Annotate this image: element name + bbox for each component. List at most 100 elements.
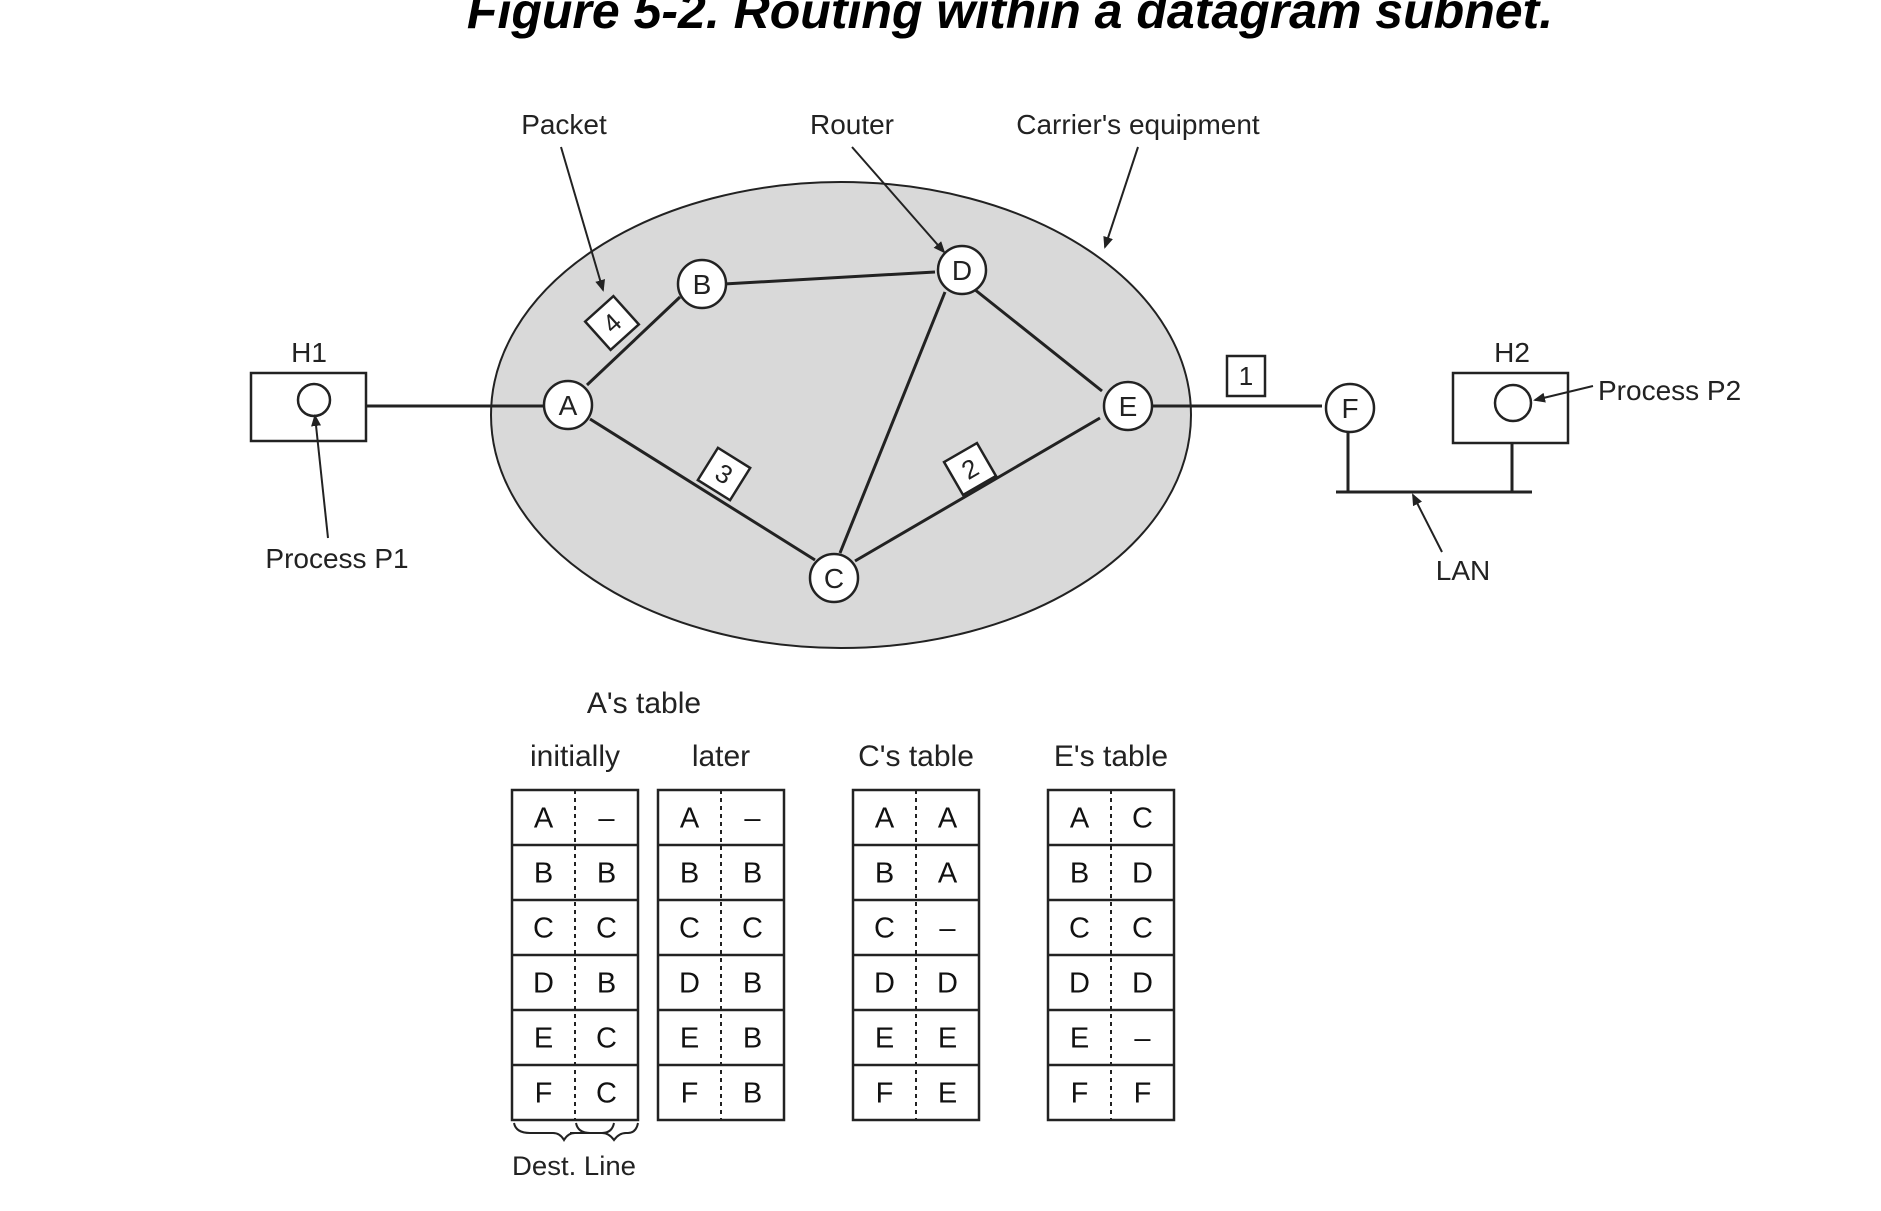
- table-heading: C's table: [858, 740, 974, 773]
- a-table-title: A's table: [587, 687, 701, 720]
- host-h2-label: H2: [1494, 337, 1530, 368]
- table-cell-dest: F: [876, 1078, 894, 1110]
- router-e: E: [1102, 380, 1154, 432]
- table-cell-line: –: [1134, 1023, 1151, 1055]
- router-e-label: E: [1119, 391, 1138, 422]
- table-cell-line: A: [938, 858, 958, 890]
- table-cell-dest: F: [681, 1078, 699, 1110]
- table-cell-line: B: [597, 968, 616, 1000]
- table-cell-dest: F: [1071, 1078, 1089, 1110]
- table-cell-line: C: [596, 913, 617, 945]
- line-brace: [575, 1122, 639, 1142]
- router-d: D: [936, 244, 988, 296]
- table-cell-dest: F: [535, 1078, 553, 1110]
- router-f: F: [1324, 382, 1376, 434]
- router-a: A: [542, 379, 594, 431]
- process-p2-circle: [1493, 383, 1533, 423]
- table-cell-line: B: [597, 858, 616, 890]
- carrier-arrow: [1103, 146, 1139, 249]
- process-p1-label: Process P1: [265, 543, 408, 574]
- table-cell-dest: E: [875, 1023, 894, 1055]
- table-cell-dest: D: [679, 968, 700, 1000]
- table-cell-dest: C: [1069, 913, 1090, 945]
- table-cell-line: A: [938, 803, 958, 835]
- table-cell-dest: B: [534, 858, 553, 890]
- dest-line-label: Dest. Line: [512, 1151, 636, 1181]
- process-p2-arrow: [1533, 385, 1594, 403]
- table-cell-line: –: [598, 803, 615, 835]
- router-b: B: [676, 258, 728, 310]
- table-cell-dest: B: [1070, 858, 1089, 890]
- callout-arrows: [311, 146, 1594, 553]
- packet-arrow: [560, 146, 605, 292]
- table-cell-dest: C: [533, 913, 554, 945]
- table-heading: initially: [530, 740, 620, 773]
- table-cell-line: B: [743, 1023, 762, 1055]
- table-cell-line: C: [596, 1023, 617, 1055]
- host-h2: H2: [1451, 337, 1570, 445]
- callout-labels: Packet Router Carrier's equipment Proces…: [265, 109, 1741, 586]
- router-arrow: [851, 146, 946, 254]
- link-a-b: [585, 295, 682, 387]
- table-cell-dest: E: [680, 1023, 699, 1055]
- table-cell-line: E: [938, 1023, 957, 1055]
- table-cell-line: D: [1132, 858, 1153, 890]
- figure-caption: Figure 5-2. Routing within a datagram su…: [467, 0, 1553, 39]
- table-cell-line: D: [1132, 968, 1153, 1000]
- process-p1-arrow: [311, 414, 329, 539]
- table-cell-line: C: [1132, 803, 1153, 835]
- packets: 4 3 2 1: [583, 294, 1267, 502]
- table-cell-line: B: [743, 1078, 762, 1110]
- table-cell-line: E: [938, 1078, 957, 1110]
- table-cell-dest: B: [875, 858, 894, 890]
- table-cell-dest: A: [875, 803, 895, 835]
- router-a-label: A: [559, 390, 578, 421]
- table-cell-dest: D: [533, 968, 554, 1000]
- router-nodes: A B C D E F: [542, 244, 1376, 604]
- table-cell-dest: C: [874, 913, 895, 945]
- table-heading: E's table: [1054, 740, 1168, 773]
- link-b-d: [723, 270, 936, 286]
- table-cell-line: –: [744, 803, 761, 835]
- packet-3: 3: [696, 446, 752, 502]
- carrier-label: Carrier's equipment: [1016, 109, 1260, 140]
- table-cell-line: C: [742, 913, 763, 945]
- dest-brace: [513, 1122, 576, 1143]
- table-cell-line: D: [937, 968, 958, 1000]
- link-a-c: [589, 417, 816, 562]
- table-cell-line: B: [743, 858, 762, 890]
- dest-line-braces: [513, 1122, 639, 1143]
- table-cell-line: B: [743, 968, 762, 1000]
- table-cell-dest: B: [680, 858, 699, 890]
- packet-1-label: 1: [1239, 361, 1253, 391]
- table-cell-dest: E: [1070, 1023, 1089, 1055]
- link-c-e: [854, 416, 1101, 563]
- process-p2-label: Process P2: [1598, 375, 1741, 406]
- router-f-label: F: [1341, 393, 1358, 424]
- table-cell-dest: D: [874, 968, 895, 1000]
- lan-label: LAN: [1436, 555, 1490, 586]
- host-h1: H1: [249, 337, 368, 443]
- packet-label: Packet: [521, 109, 607, 140]
- link-d-e: [973, 287, 1103, 393]
- network-links: [365, 270, 1532, 563]
- router-c-label: C: [824, 563, 844, 594]
- table-cell-line: C: [1132, 913, 1153, 945]
- packet-1: 1: [1225, 354, 1267, 398]
- lan-arrow: [1412, 493, 1443, 553]
- carrier-subnet-ellipse: [490, 181, 1192, 649]
- table-cell-line: F: [1134, 1078, 1152, 1110]
- process-p1-circle: [296, 382, 332, 418]
- router-d-label: D: [952, 255, 972, 286]
- host-h1-label: H1: [291, 337, 327, 368]
- packet-2: 2: [942, 441, 998, 497]
- table-cell-dest: A: [680, 803, 700, 835]
- table-cell-dest: A: [1070, 803, 1090, 835]
- table-cell-dest: A: [534, 803, 554, 835]
- table-cell-dest: C: [679, 913, 700, 945]
